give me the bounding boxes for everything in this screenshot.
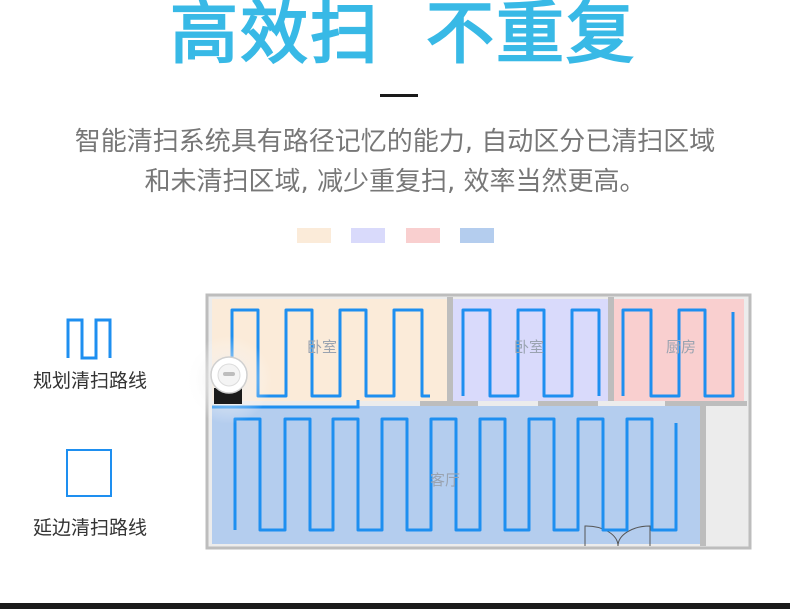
bottom-divider: [0, 603, 790, 609]
room-label-bedroom-1: 卧室: [307, 338, 337, 356]
description-line-2: 和未清扫区域, 减少重复扫, 效率当然更高。: [144, 167, 646, 197]
color-swatch-blue: [460, 228, 494, 243]
room-bedroom-2: [453, 299, 608, 401]
room-label-living-room: 客厅: [430, 471, 460, 489]
planned-routes: [230, 308, 735, 532]
planned-route-icon: [66, 318, 112, 360]
legend-planned-route-label: 规划清扫路线: [32, 370, 147, 392]
interior-walls: [420, 297, 747, 546]
headline: 高效扫 不重复: [0, 0, 790, 76]
headline-part-1: 高效扫: [170, 0, 381, 74]
color-swatch-pink: [406, 228, 440, 243]
robot-vacuum-icon: [210, 356, 248, 394]
edge-route-icon: [66, 449, 112, 497]
color-swatch-peach: [297, 228, 331, 243]
color-swatch-lavender: [351, 228, 385, 243]
room-label-kitchen: 厨房: [666, 338, 696, 356]
legend-edge-route-label: 延边清扫路线: [32, 517, 147, 539]
route-living-room: [233, 417, 678, 532]
description-line-1: 智能清扫系统具有路径记忆的能力, 自动区分已清扫区域: [74, 127, 716, 157]
route-bedroom-2: [461, 308, 601, 398]
route-kitchen: [621, 308, 735, 398]
headline-part-2: 不重复: [426, 0, 637, 74]
room-label-bedroom-2: 卧室: [514, 338, 544, 356]
title-divider: [380, 94, 418, 97]
